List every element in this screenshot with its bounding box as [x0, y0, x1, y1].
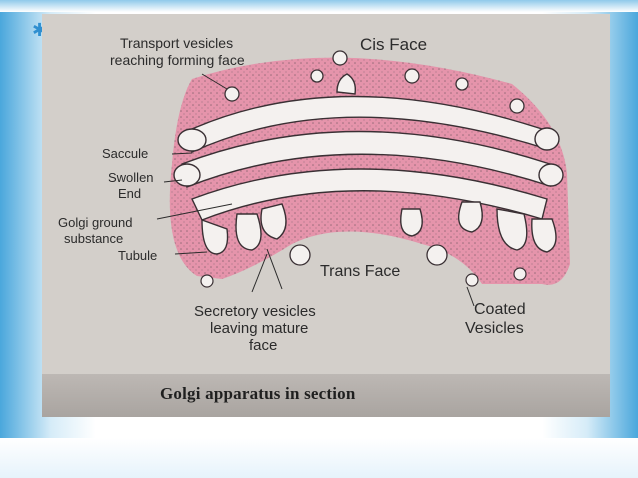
saccule-3	[191, 168, 548, 221]
label-transport-2: reaching forming face	[110, 52, 245, 68]
slide-top-edge	[0, 0, 638, 12]
tubule-right-1	[400, 208, 423, 237]
tubule-left-2	[235, 213, 262, 251]
swollen-end-left-1	[177, 128, 207, 152]
tubule-right-4	[531, 218, 557, 253]
label-secretory-3: face	[249, 337, 277, 354]
tubule-right-3	[496, 208, 528, 251]
label-coated-2: Vesicles	[465, 320, 524, 337]
label-secretory-1: Secretory vesicles	[194, 303, 316, 320]
budding-vesicle-top	[336, 73, 357, 95]
label-cis-face: Cis Face	[360, 35, 427, 54]
caption-bar	[42, 374, 610, 417]
label-tubule: Tubule	[118, 248, 157, 263]
swollen-end-right-1	[534, 127, 560, 151]
transport-vesicles	[224, 50, 525, 114]
label-golgi-ground-2: substance	[64, 231, 123, 246]
label-transport-1: Transport vesicles	[120, 35, 233, 51]
coated-vesicles	[200, 267, 527, 288]
swollen-ends	[173, 73, 564, 255]
swollen-end-right-2	[538, 163, 564, 187]
label-secretory-2: leaving mature	[210, 320, 308, 337]
label-trans-face: Trans Face	[320, 263, 400, 280]
tubule-left-3	[260, 203, 287, 240]
golgi-diagram: Transport vesicles reaching forming face…	[42, 14, 610, 417]
tubule-right-2	[458, 201, 483, 233]
tubule-left-1	[201, 219, 229, 255]
saccule-stack	[181, 95, 551, 221]
figure-caption: Golgi apparatus in section	[160, 384, 356, 403]
label-swollen-1: Swollen	[108, 170, 154, 185]
leader-lines	[156, 73, 475, 307]
swollen-end-left-2	[173, 163, 201, 187]
golgi-diagram-photo: Transport vesicles reaching forming face…	[42, 14, 610, 417]
secretory-vesicles	[289, 244, 448, 266]
label-golgi-ground-1: Golgi ground	[58, 215, 132, 230]
label-swollen-2: End	[118, 186, 141, 201]
label-coated-1: Coated	[474, 301, 526, 318]
slide-bottom-edge	[0, 438, 638, 478]
label-saccule: Saccule	[102, 146, 148, 161]
